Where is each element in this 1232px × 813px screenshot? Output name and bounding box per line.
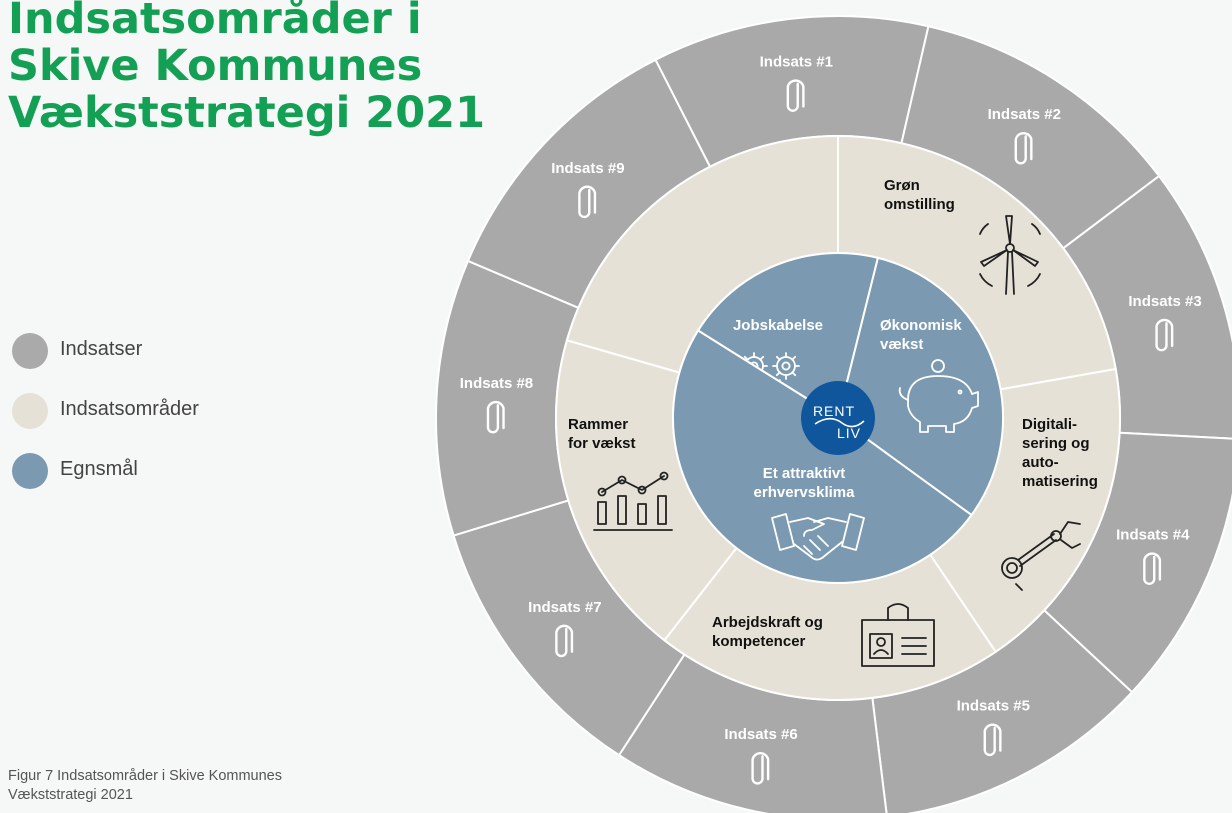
bar-line-chart-icon <box>593 471 673 531</box>
logo-wave-icon <box>814 417 865 428</box>
id-badge-icon <box>861 603 935 667</box>
segment-label-line: omstilling <box>884 196 955 213</box>
paperclip-icon <box>751 752 770 785</box>
paperclip-icon <box>555 624 574 658</box>
segment-shape <box>836 256 1004 517</box>
indsats-label: Indsats #3 <box>1128 293 1201 310</box>
indsats-label: Indsats #7 <box>528 599 601 616</box>
segment-label-line: for vækst <box>568 435 636 452</box>
outer-ring: Indsats #1 Indsats #2 Indsats #3 Indsats #4… <box>435 15 1232 813</box>
rentliv-logo-icon <box>801 381 875 455</box>
segment-label-line: Rammer <box>568 416 628 433</box>
segment-label-line: Økonomisk <box>880 317 962 334</box>
indsats-label: Indsats #5 <box>957 698 1030 715</box>
indsatsomraade-segment-5[interactable]: Rammer for vækst <box>565 134 839 531</box>
middle-ring: Flere vækst-virksomhederog -iværksættere… <box>555 134 1121 701</box>
segment-label-line: Digitali- <box>1022 416 1077 433</box>
paperclip-icon <box>1014 131 1033 165</box>
legend-swatch <box>12 453 48 489</box>
segment-label-line: Et attraktivt <box>763 465 846 482</box>
logo-text-rent: RENT <box>813 403 855 419</box>
indsatsomraade-segment-3[interactable]: Digitali-sering og auto-matisering <box>662 416 1098 701</box>
segment-label-line: matisering <box>1022 473 1098 490</box>
segment-shape <box>672 329 973 584</box>
legend-label: Indsatsområder <box>60 398 199 420</box>
center-logo: RENT LIV <box>801 381 875 455</box>
segment-label-line: Jobskabelse <box>733 317 823 334</box>
segment-label-line: Grøn <box>884 177 920 194</box>
segment-shape <box>696 252 880 420</box>
indsats-label: Indsats #4 <box>1116 527 1190 544</box>
segment-label-line: kompetencer <box>712 633 806 650</box>
legend-swatch <box>12 393 48 429</box>
segment-label-line: vækst <box>880 336 923 353</box>
paperclip-icon <box>578 185 597 219</box>
indsats-label: Indsats #1 <box>760 54 833 71</box>
legend-label: Egnsmål <box>60 458 138 480</box>
piggy-bank-icon <box>898 359 979 433</box>
segment-label-line: Arbejdskraft og <box>712 614 823 631</box>
segment-label-line: auto- <box>1022 454 1059 471</box>
indsats-label: Indsats #8 <box>460 375 533 392</box>
figure-caption: Figur 7 Indsatsområder i Skive Kommunes … <box>8 768 282 803</box>
handshake-icon <box>771 513 865 561</box>
paperclip-icon <box>486 400 505 434</box>
indsats-label: Indsats #6 <box>724 726 797 743</box>
robot-arm-icon <box>1001 521 1081 591</box>
paperclip-icon <box>983 723 1002 757</box>
indsats-label: Indsats #2 <box>988 106 1061 123</box>
paperclip-icon <box>1143 552 1162 586</box>
wind-turbine-icon <box>979 215 1041 295</box>
paperclip-icon <box>786 79 805 112</box>
segment-label-line: sering og <box>1022 435 1090 452</box>
paperclip-icon <box>1155 318 1174 352</box>
inner-ring: Jobskabelse Økonomisk vækst Et attraktivt er… <box>672 252 1004 584</box>
egnsmaal-sector-3[interactable]: Et attraktivt erhvervsklima <box>672 329 973 584</box>
legend-swatch <box>12 333 48 369</box>
page-title: Indsatsområder i Skive Kommunes Vækststr… <box>8 0 485 138</box>
egnsmaal-sector-2[interactable]: Økonomisk vækst <box>836 256 1004 517</box>
logo-text-liv: LIV <box>837 425 861 441</box>
segment-label-line: erhvervsklima <box>754 484 856 501</box>
indsats-label: Indsats #9 <box>551 160 624 177</box>
legend-label: Indsatser <box>60 338 143 360</box>
